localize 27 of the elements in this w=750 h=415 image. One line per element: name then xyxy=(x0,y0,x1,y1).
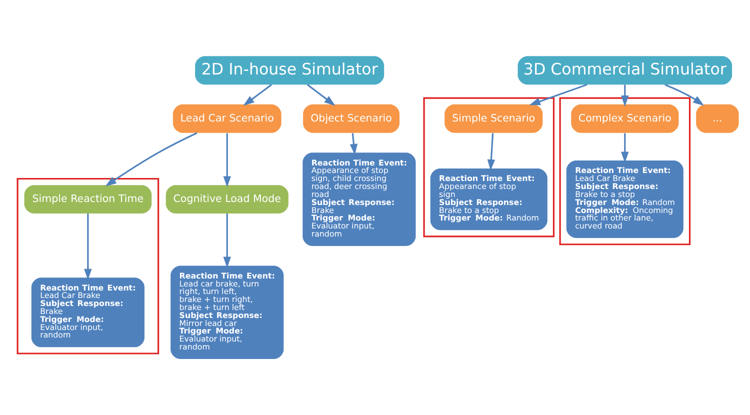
node-box: Reaction Time Event: Lead car brake, turn right, turn left, brake + turn right, brake + turn left Subject Response: Mirror lead car Trigger Mode: Evaluator input, random xyxy=(170,265,284,359)
arrow xyxy=(621,84,629,106)
arrow xyxy=(105,132,198,186)
node-box: Complex Scenario xyxy=(571,104,679,132)
arrow xyxy=(621,132,629,162)
node-box: Reaction Time Event: Appearance of stop sign Subject Response: Brake to a stop Trigger Mode: Random xyxy=(430,168,548,230)
arrow xyxy=(243,84,272,106)
node-box: Simple Scenario xyxy=(444,104,543,132)
arrow xyxy=(487,132,496,170)
arrow xyxy=(306,84,336,106)
cluster xyxy=(559,96,691,245)
arrow xyxy=(664,84,704,106)
node-box: 2D In-house Simulator xyxy=(195,56,384,84)
node-box: Simple Reaction Time xyxy=(24,184,152,214)
node-box: Reaction Time Event: Lead Car Brake Subject Response: Brake Trigger Mode: Evaluator input, random xyxy=(31,277,144,347)
node-box: ... xyxy=(696,104,739,132)
node-box: Object Scenario xyxy=(303,104,400,132)
arrow xyxy=(223,213,231,268)
arrow xyxy=(529,83,588,105)
node-box: Lead Car Scenario xyxy=(172,104,282,132)
arrow xyxy=(84,213,92,280)
node-box: 3D Commercial Simulator xyxy=(518,56,732,84)
node-box: Cognitive Load Mode xyxy=(166,184,288,214)
node-box: Reaction Time Event: Appearance of stop sign, child crossing road, deer crossing road Subject Response: Brake Trigger Mode: Evaluator input, random xyxy=(302,152,416,246)
arrow xyxy=(350,132,358,154)
arrow xyxy=(223,132,231,187)
node-box: Reaction Time Event: Lead Car Brake Subject Response: Brake to a stop Trigger Mode: Random Complexity: Oncoming traffic in other lane, curved road xyxy=(566,160,684,238)
